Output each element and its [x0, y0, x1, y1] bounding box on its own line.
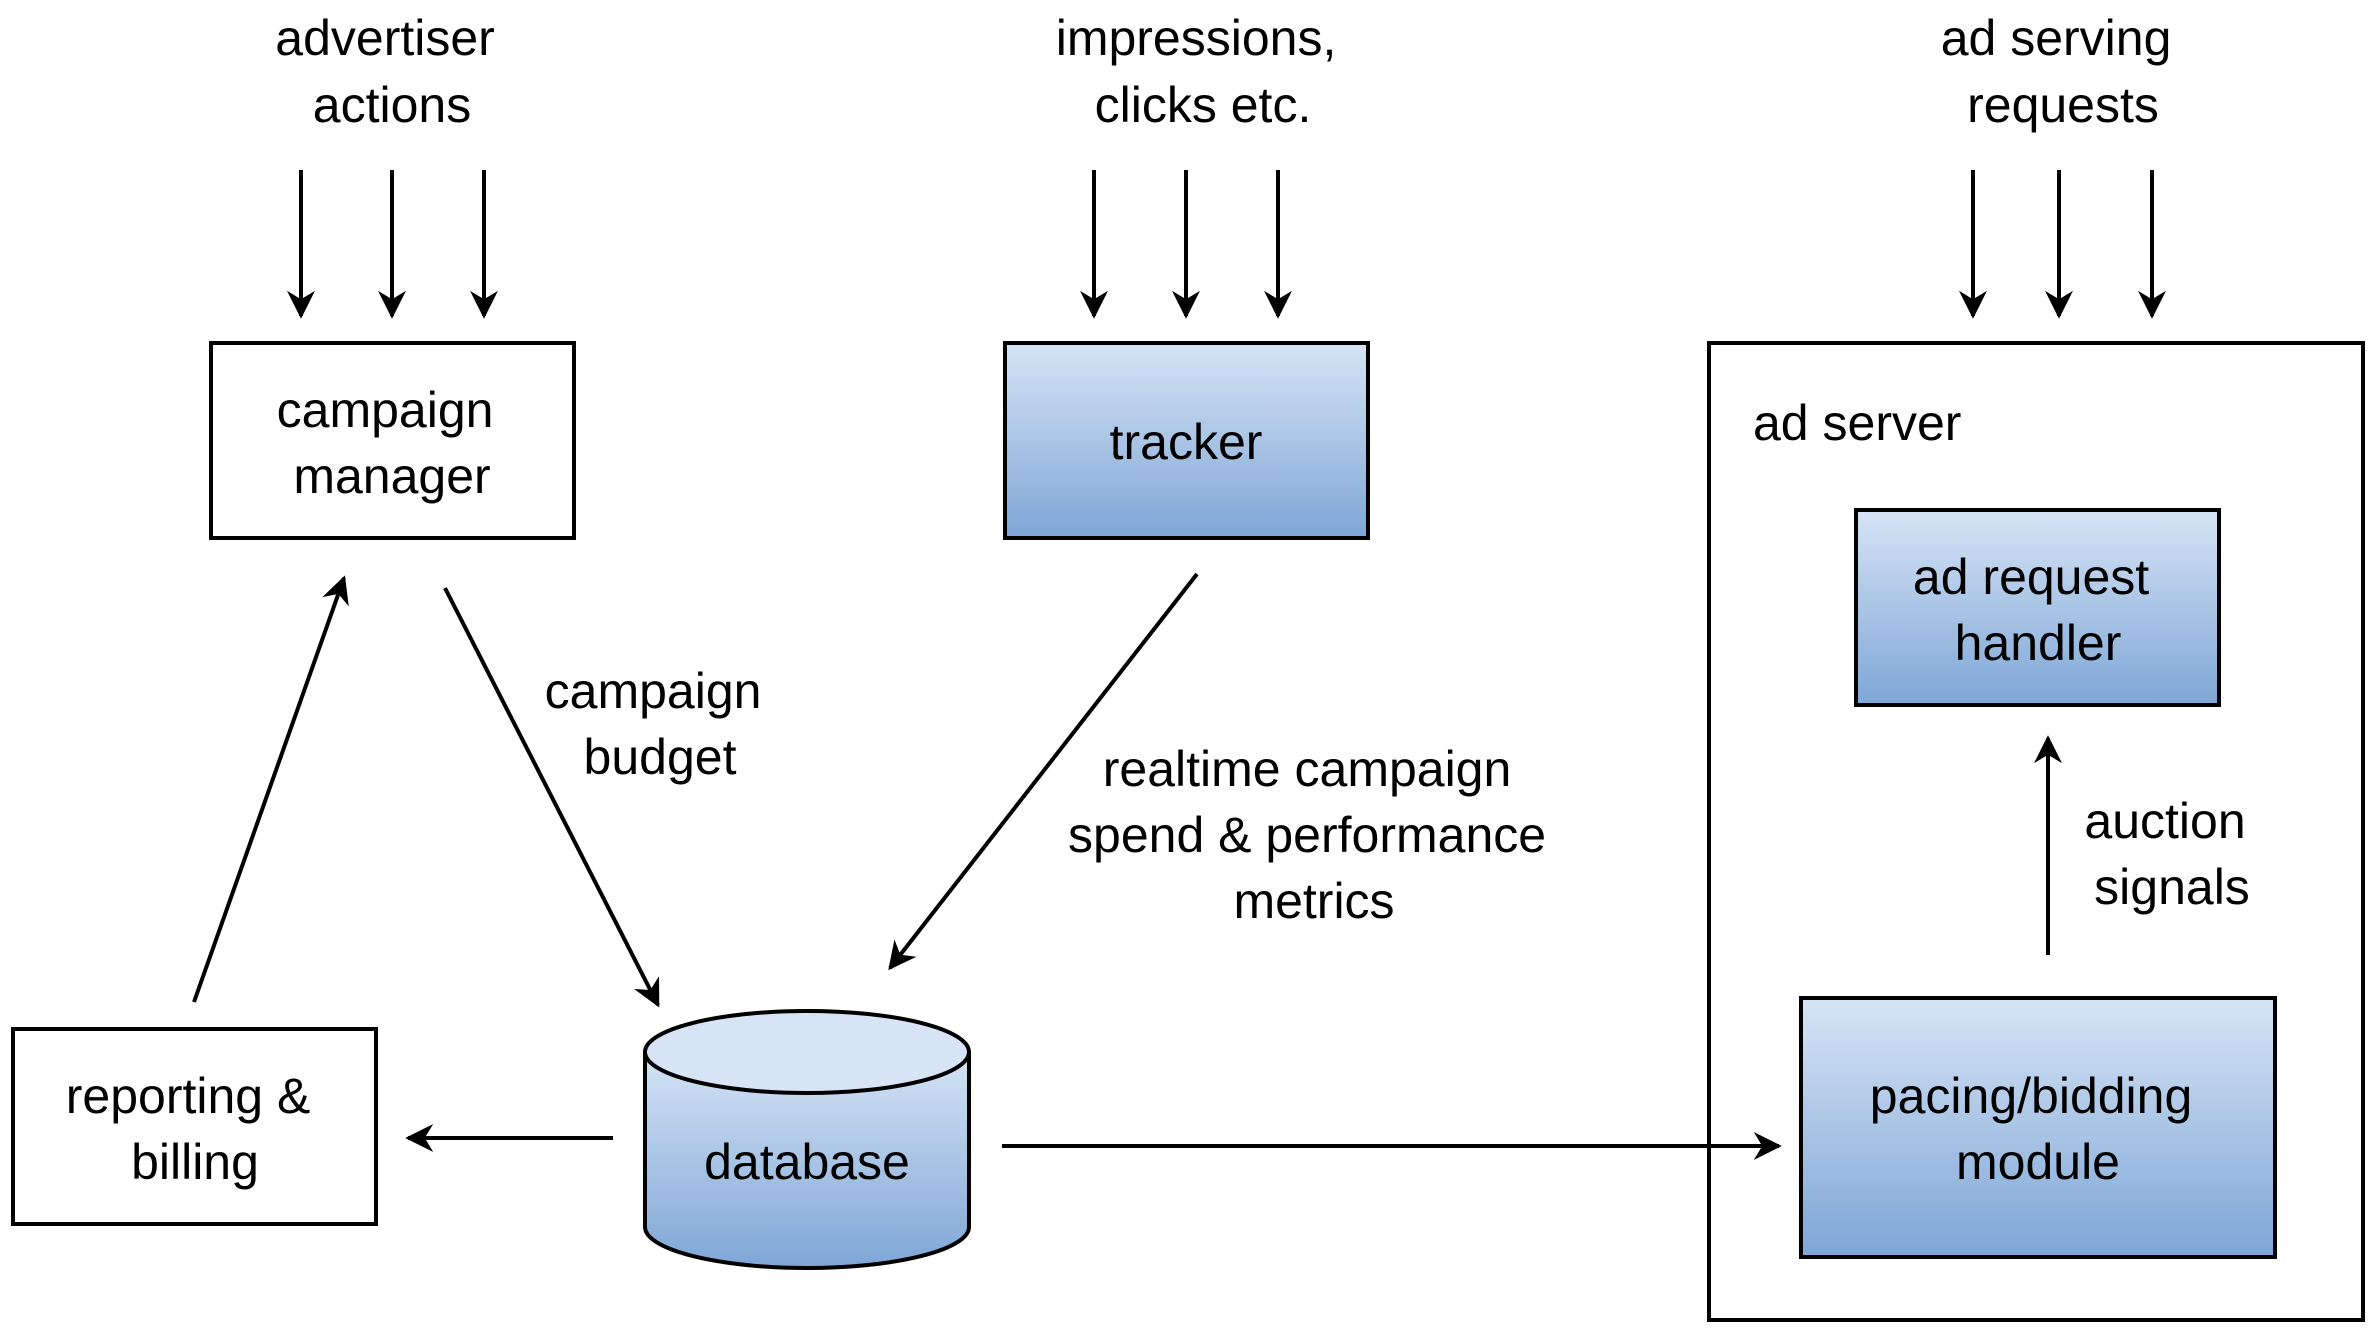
ad-serving-requests-arrows: [1959, 170, 2166, 319]
pacing-bidding-module-node: pacing/bidding module: [1799, 996, 2277, 1259]
reporting-billing-box: [11, 1027, 378, 1226]
tracker-node: tracker: [1003, 341, 1370, 540]
ad-serving-requests-label: ad serving requests: [1941, 10, 2186, 133]
ad-request-handler-node: ad request handler: [1854, 508, 2221, 707]
campaign-manager-to-database-arrow: [443, 587, 660, 1008]
advertiser-actions-arrows: [287, 170, 498, 319]
pacing-bidding-module-label: pacing/bidding module: [1870, 1068, 2206, 1190]
impressions-clicks-label: impressions, clicks etc.: [1056, 10, 1351, 133]
campaign-manager-label: campaign manager: [277, 382, 508, 504]
campaign-manager-node: campaign manager: [209, 341, 576, 540]
campaign-budget-label: campaign budget: [545, 663, 776, 785]
impressions-clicks-arrows: [1080, 170, 1292, 319]
tracker-box: [1003, 341, 1370, 540]
auction-signals-label: auction signals: [2084, 793, 2259, 915]
reporting-billing-node: reporting & billing: [11, 1027, 378, 1226]
pacing-bidding-module-box: [1799, 996, 2277, 1259]
tracker-label: tracker: [1110, 414, 1263, 470]
ad-request-handler-label: ad request handler: [1913, 549, 2163, 671]
realtime-metrics-label: realtime campaign spend & performance me…: [1068, 741, 1560, 929]
reporting-billing-label: reporting & billing: [66, 1068, 325, 1190]
database-cylinder-body: [643, 1052, 971, 1270]
database-label: database: [704, 1134, 910, 1190]
ad-request-handler-box: [1854, 508, 2221, 707]
database-cylinder-top: [643, 1009, 971, 1095]
reporting-to-campaign-manager-arrow: [192, 575, 349, 1003]
ad-server-label: ad server: [1753, 395, 1961, 451]
campaign-manager-box: [209, 341, 576, 540]
database-node: database: [643, 1009, 971, 1270]
tracker-to-database-arrow: [888, 572, 1199, 971]
advertiser-actions-label: advertiser actions: [275, 10, 508, 133]
